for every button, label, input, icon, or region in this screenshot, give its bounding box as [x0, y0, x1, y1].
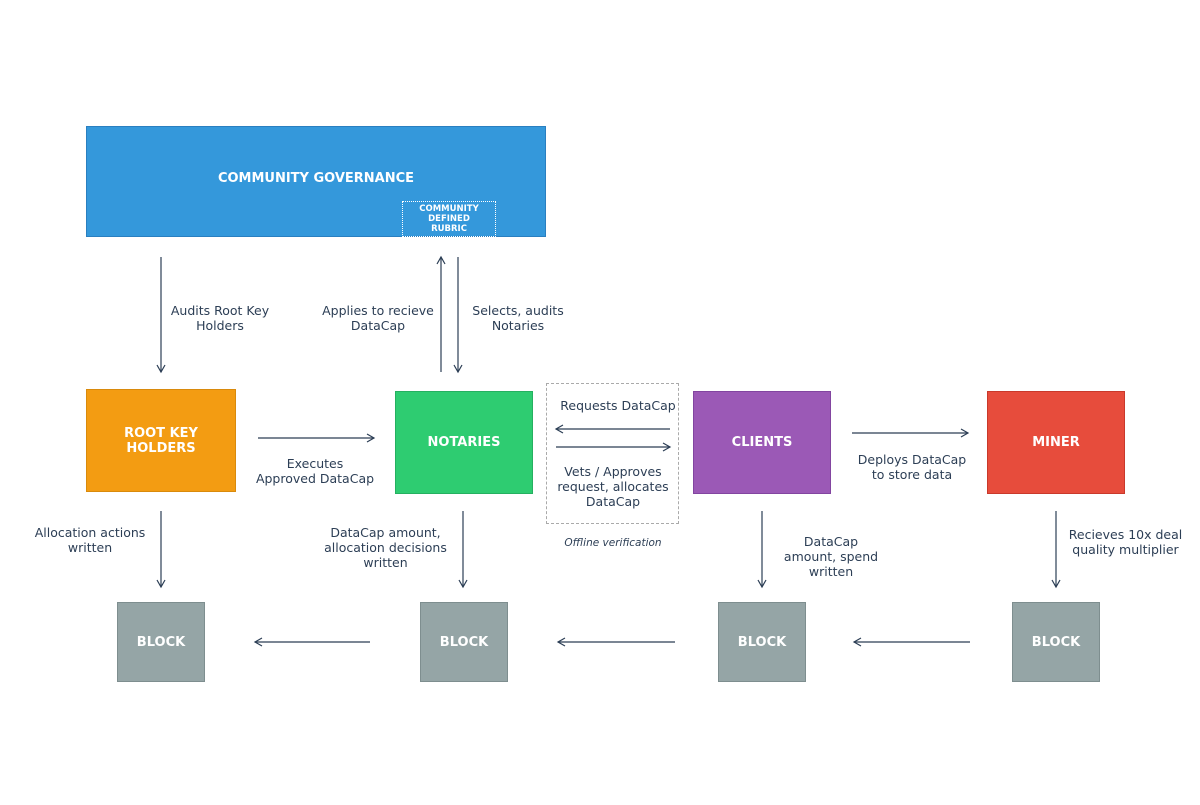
- community-defined-rubric-box: COMMUNITY DEFINED RUBRIC: [402, 201, 496, 237]
- notaries-box: NOTARIES: [395, 391, 533, 494]
- applies-to-receive-label: Applies to recieve DataCap: [322, 303, 434, 333]
- block-label-4: BLOCK: [1031, 634, 1081, 650]
- allocation-actions-label: Allocation actions written: [34, 525, 146, 555]
- audits-root-key-holders-label: Audits Root Key Holders: [170, 303, 270, 333]
- clients-label: CLIENTS: [731, 435, 793, 450]
- root-key-holders-label: ROOT KEY HOLDERS: [124, 425, 198, 456]
- miner-box: MINER: [987, 391, 1125, 494]
- datacap-amount-decisions-label: DataCap amount, allocation decisions wri…: [324, 525, 447, 570]
- receives-multiplier-label: Recieves 10x deal quality multiplier: [1068, 527, 1183, 557]
- block-box-4: BLOCK: [1012, 602, 1100, 682]
- community-defined-rubric-label: COMMUNITY DEFINED RUBRIC: [419, 204, 479, 234]
- block-label-1: BLOCK: [136, 634, 186, 650]
- datacap-amount-spend-label: DataCap amount, spend written: [783, 534, 879, 579]
- executes-approved-label: Executes Approved DataCap: [255, 456, 375, 486]
- clients-box: CLIENTS: [693, 391, 831, 494]
- block-box-1: BLOCK: [117, 602, 205, 682]
- community-governance-box: COMMUNITY GOVERNANCE COMMUNITY DEFINED R…: [86, 126, 546, 237]
- requests-datacap-label: Requests DataCap: [560, 398, 676, 413]
- block-label-2: BLOCK: [439, 634, 489, 650]
- block-box-2: BLOCK: [420, 602, 508, 682]
- offline-verification-label: Offline verification: [564, 537, 662, 549]
- deploys-datacap-label: Deploys DataCap to store data: [857, 452, 967, 482]
- miner-label: MINER: [1032, 435, 1080, 450]
- vets-approves-label: Vets / Approves request, allocates DataC…: [557, 464, 669, 509]
- community-governance-label: COMMUNITY GOVERNANCE: [217, 171, 415, 186]
- block-box-3: BLOCK: [718, 602, 806, 682]
- notaries-label: NOTARIES: [427, 435, 501, 450]
- block-label-3: BLOCK: [737, 634, 787, 650]
- root-key-holders-box: ROOT KEY HOLDERS: [86, 389, 236, 492]
- offline-verification-region: [546, 383, 679, 524]
- selects-audits-notaries-label: Selects, audits Notaries: [472, 303, 564, 333]
